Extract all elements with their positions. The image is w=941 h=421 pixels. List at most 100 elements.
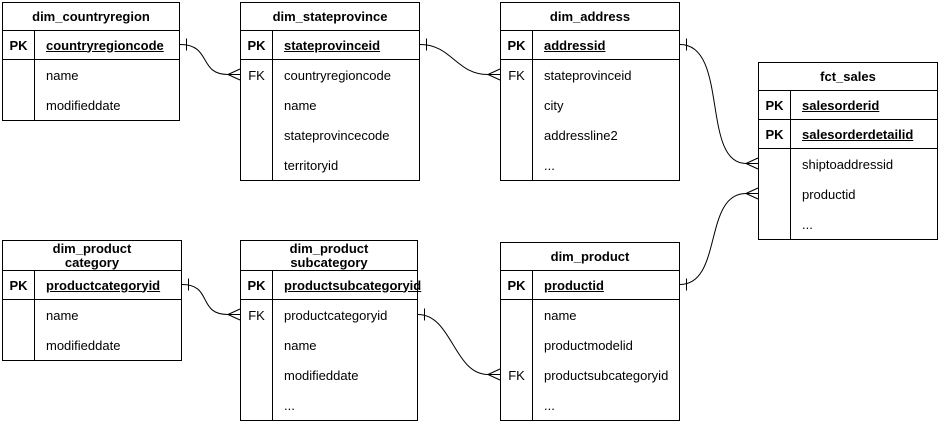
row-field: addressline2: [544, 127, 618, 143]
crow-foot-many-icon: [227, 68, 241, 81]
crow-foot-many-icon: [745, 187, 759, 200]
attribute-row: FK stateprovinceid: [501, 60, 679, 90]
row-field: name: [544, 307, 577, 323]
attribute-row: productmodelid: [501, 330, 679, 360]
attribute-row: name: [3, 60, 179, 90]
row-field: ...: [802, 216, 813, 232]
row-field: productid: [802, 186, 856, 202]
row-field: territoryid: [284, 157, 339, 173]
row-key: [501, 90, 533, 120]
attribute-row: ...: [759, 209, 937, 239]
entity-dim-product[interactable]: dim_product PK productid name productmod…: [500, 242, 680, 421]
attribute-row: addressline2: [501, 120, 679, 150]
edge-line: [419, 44, 489, 75]
row-key: [501, 300, 533, 330]
row-field: name: [284, 337, 317, 353]
row-key: [3, 90, 35, 120]
entity-title: dim_product subcategory: [241, 241, 417, 271]
attribute-row: FK countryregioncode: [241, 60, 419, 90]
entity-title: dim_stateprovince: [241, 3, 419, 31]
row-field: productsubcategoryid: [284, 277, 422, 293]
row-key: FK: [241, 60, 273, 90]
entity-title: dim_countryregion: [3, 3, 179, 31]
row-key: PK: [3, 271, 35, 299]
row-key: [759, 179, 791, 209]
crow-foot-many-icon: [745, 157, 759, 170]
row-field: stateprovincecode: [284, 127, 390, 143]
entity-fct-sales[interactable]: fct_sales PK salesorderid PK salesorderd…: [758, 62, 938, 240]
entity-dim-productcategory[interactable]: dim_product category PK productcategoryi…: [2, 240, 182, 361]
row-field: ...: [544, 157, 555, 173]
relationship-countryregion-stateprovince[interactable]: [179, 38, 241, 81]
edge-line: [179, 44, 229, 75]
entity-title: dim_product: [501, 243, 679, 271]
row-key: [241, 390, 273, 420]
row-field: modifieddate: [284, 367, 359, 383]
row-key: PK: [241, 271, 273, 299]
row-field: name: [46, 307, 79, 323]
attribute-row: PK productid: [501, 271, 679, 300]
relationship-address-fctsales[interactable]: [679, 38, 759, 170]
edge-line: [679, 193, 747, 285]
row-key: PK: [759, 120, 791, 148]
attribute-row: ...: [241, 390, 417, 420]
row-key: [241, 150, 273, 180]
row-field: name: [284, 97, 317, 113]
attribute-row: name: [241, 90, 419, 120]
row-field: productid: [544, 277, 604, 293]
row-field: productcategoryid: [46, 277, 161, 293]
row-key: [3, 60, 35, 90]
attribute-row: PK productcategoryid: [3, 271, 181, 300]
row-field: stateprovinceid: [544, 67, 632, 83]
attribute-row: PK productsubcategoryid: [241, 271, 421, 300]
row-field: countryregioncode: [46, 37, 164, 53]
row-key: [501, 330, 533, 360]
row-key: PK: [3, 31, 35, 59]
attribute-row: FK productcategoryid: [241, 300, 417, 330]
attribute-row: shiptoaddressid: [759, 149, 937, 179]
entity-dim-countryregion[interactable]: dim_countryregion PK countryregioncode n…: [2, 2, 180, 121]
row-field: shiptoaddressid: [802, 156, 894, 172]
relationship-product-fctsales[interactable]: [679, 187, 759, 291]
row-key: [3, 330, 35, 360]
row-field: modifieddate: [46, 97, 121, 113]
attribute-row: ...: [501, 390, 679, 420]
attribute-row: PK stateprovinceid: [241, 31, 419, 60]
entity-title: dim_address: [501, 3, 679, 31]
entity-title: fct_sales: [759, 63, 937, 91]
attribute-row: modifieddate: [3, 330, 181, 360]
row-key: PK: [501, 271, 533, 299]
attribute-row: name: [501, 300, 679, 330]
entity-dim-address[interactable]: dim_address PK addressid FK stateprovinc…: [500, 2, 680, 181]
attribute-row: modifieddate: [241, 360, 417, 390]
relationship-subcategory-product[interactable]: [417, 308, 501, 381]
attribute-row: PK countryregioncode: [3, 31, 179, 60]
row-key: [3, 300, 35, 330]
row-field: stateprovinceid: [284, 37, 381, 53]
relationship-category-subcategory[interactable]: [181, 278, 241, 321]
attribute-row: territoryid: [241, 150, 419, 180]
row-field: addressid: [544, 37, 606, 53]
row-field: productcategoryid: [284, 307, 388, 323]
entity-dim-stateprovince[interactable]: dim_stateprovince PK stateprovinceid FK …: [240, 2, 420, 181]
relationship-stateprovince-address[interactable]: [419, 38, 501, 81]
row-key: FK: [501, 60, 533, 90]
row-key: FK: [241, 300, 273, 330]
entity-dim-productsubcategory[interactable]: dim_product subcategory PK productsubcat…: [240, 240, 421, 421]
row-field: city: [544, 97, 564, 113]
crow-foot-many-icon: [227, 308, 241, 321]
row-field: modifieddate: [46, 337, 121, 353]
row-key: [759, 209, 791, 239]
row-key: PK: [759, 91, 791, 119]
attribute-row: city: [501, 90, 679, 120]
crow-foot-many-icon: [487, 68, 501, 81]
attribute-row: FK productsubcategoryid: [501, 360, 679, 390]
row-key: [241, 360, 273, 390]
attribute-row: PK salesorderdetailid: [759, 120, 937, 149]
entity-title: dim_product category: [3, 241, 181, 271]
row-key: PK: [241, 31, 273, 59]
row-key: FK: [501, 360, 533, 390]
row-key: [501, 120, 533, 150]
row-field: ...: [544, 397, 555, 413]
